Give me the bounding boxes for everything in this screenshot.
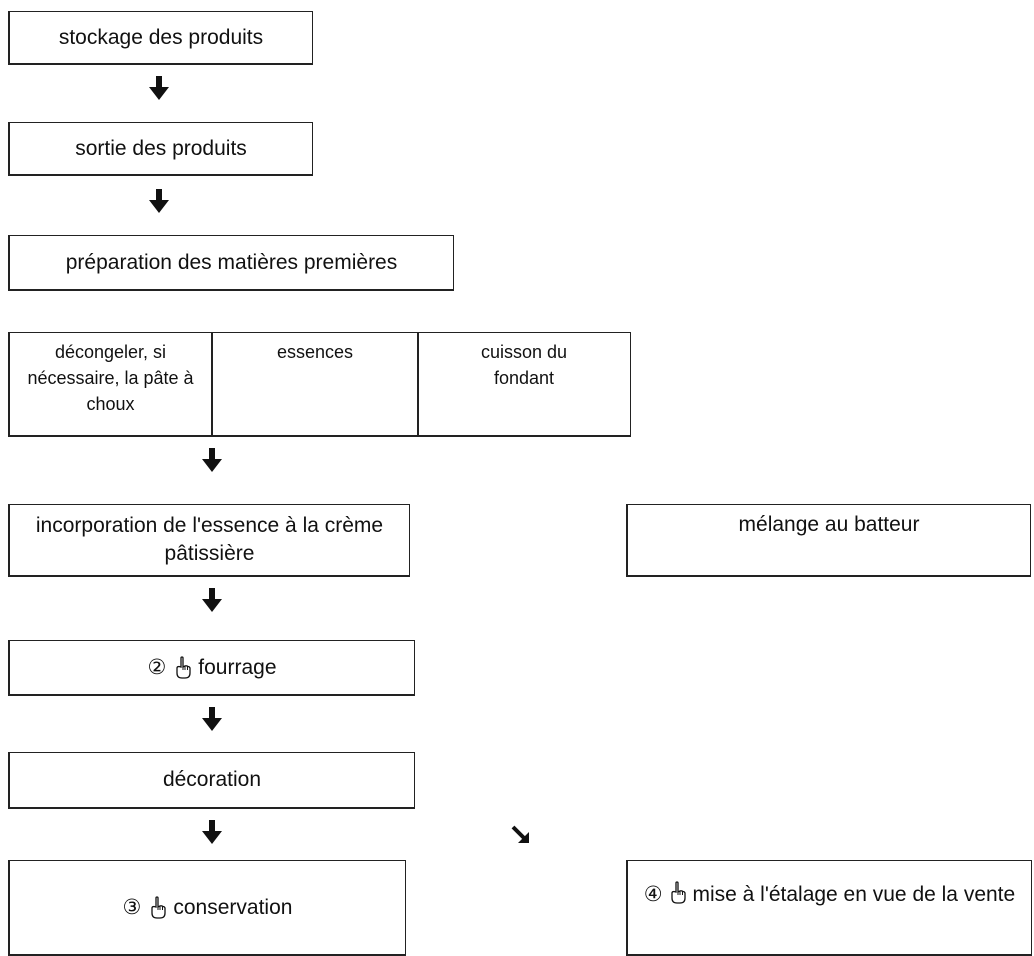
step-conservation: ③ conservation [8, 860, 406, 956]
step-conservation-label: conservation [173, 895, 293, 919]
step-filling: ② fourrage [8, 640, 415, 696]
step-filling-label: fourrage [198, 655, 277, 679]
step-filling-number: ② [147, 655, 167, 679]
step-release: sortie des produits [8, 122, 313, 176]
preparation-table: décongeler, si nécessaire, la pâte à cho… [8, 332, 631, 437]
arrow-down-icon [202, 707, 222, 731]
step-storage: stockage des produits [8, 11, 313, 65]
pointing-hand-icon [176, 655, 191, 679]
arrow-down-icon [202, 820, 222, 844]
pointing-hand-icon [151, 895, 167, 919]
arrow-down-icon [202, 588, 222, 612]
step-decoration-label: décoration [162, 768, 262, 791]
step-preparation: préparation des matières premières [8, 235, 454, 291]
step-release-label: sortie des produits [75, 136, 247, 160]
table-cell-defrost: décongeler, si nécessaire, la pâte à cho… [10, 333, 213, 435]
arrow-down-right-icon [511, 825, 529, 843]
arrow-down-icon [202, 448, 222, 472]
arrow-down-icon [149, 189, 169, 213]
table-cell-fondant: cuisson du fondant [419, 333, 629, 435]
pointing-hand-icon [670, 881, 686, 904]
step-decoration: décoration [8, 752, 415, 809]
step-incorporation: incorporation de l'essence à la crème pâ… [8, 504, 410, 577]
step-display-number: ④ [643, 883, 663, 906]
step-storage-label: stockage des produits [58, 25, 264, 49]
table-cell-defrost-label: décongeler, si nécessaire, la pâte à cho… [27, 342, 194, 414]
step-display: ④ mise à l'étalage en vue de la vente [626, 860, 1032, 956]
step-conservation-number: ③ [122, 895, 142, 919]
table-cell-fondant-label: cuisson du fondant [480, 342, 568, 388]
table-cell-essences-label: essences [276, 342, 354, 362]
table-cell-essences: essences [213, 333, 419, 435]
step-mixing: mélange au batteur [626, 504, 1031, 577]
step-display-label: mise à l'étalage en vue de la vente [692, 883, 1016, 906]
step-display-content: ④ mise à l'étalage en vue de la vente [640, 881, 1020, 909]
step-incorporation-label: incorporation de l'essence à la crème pâ… [35, 514, 384, 565]
step-preparation-label: préparation des matières premières [65, 250, 398, 274]
step-mixing-label: mélange au batteur [738, 513, 920, 536]
arrow-down-icon [149, 76, 169, 100]
